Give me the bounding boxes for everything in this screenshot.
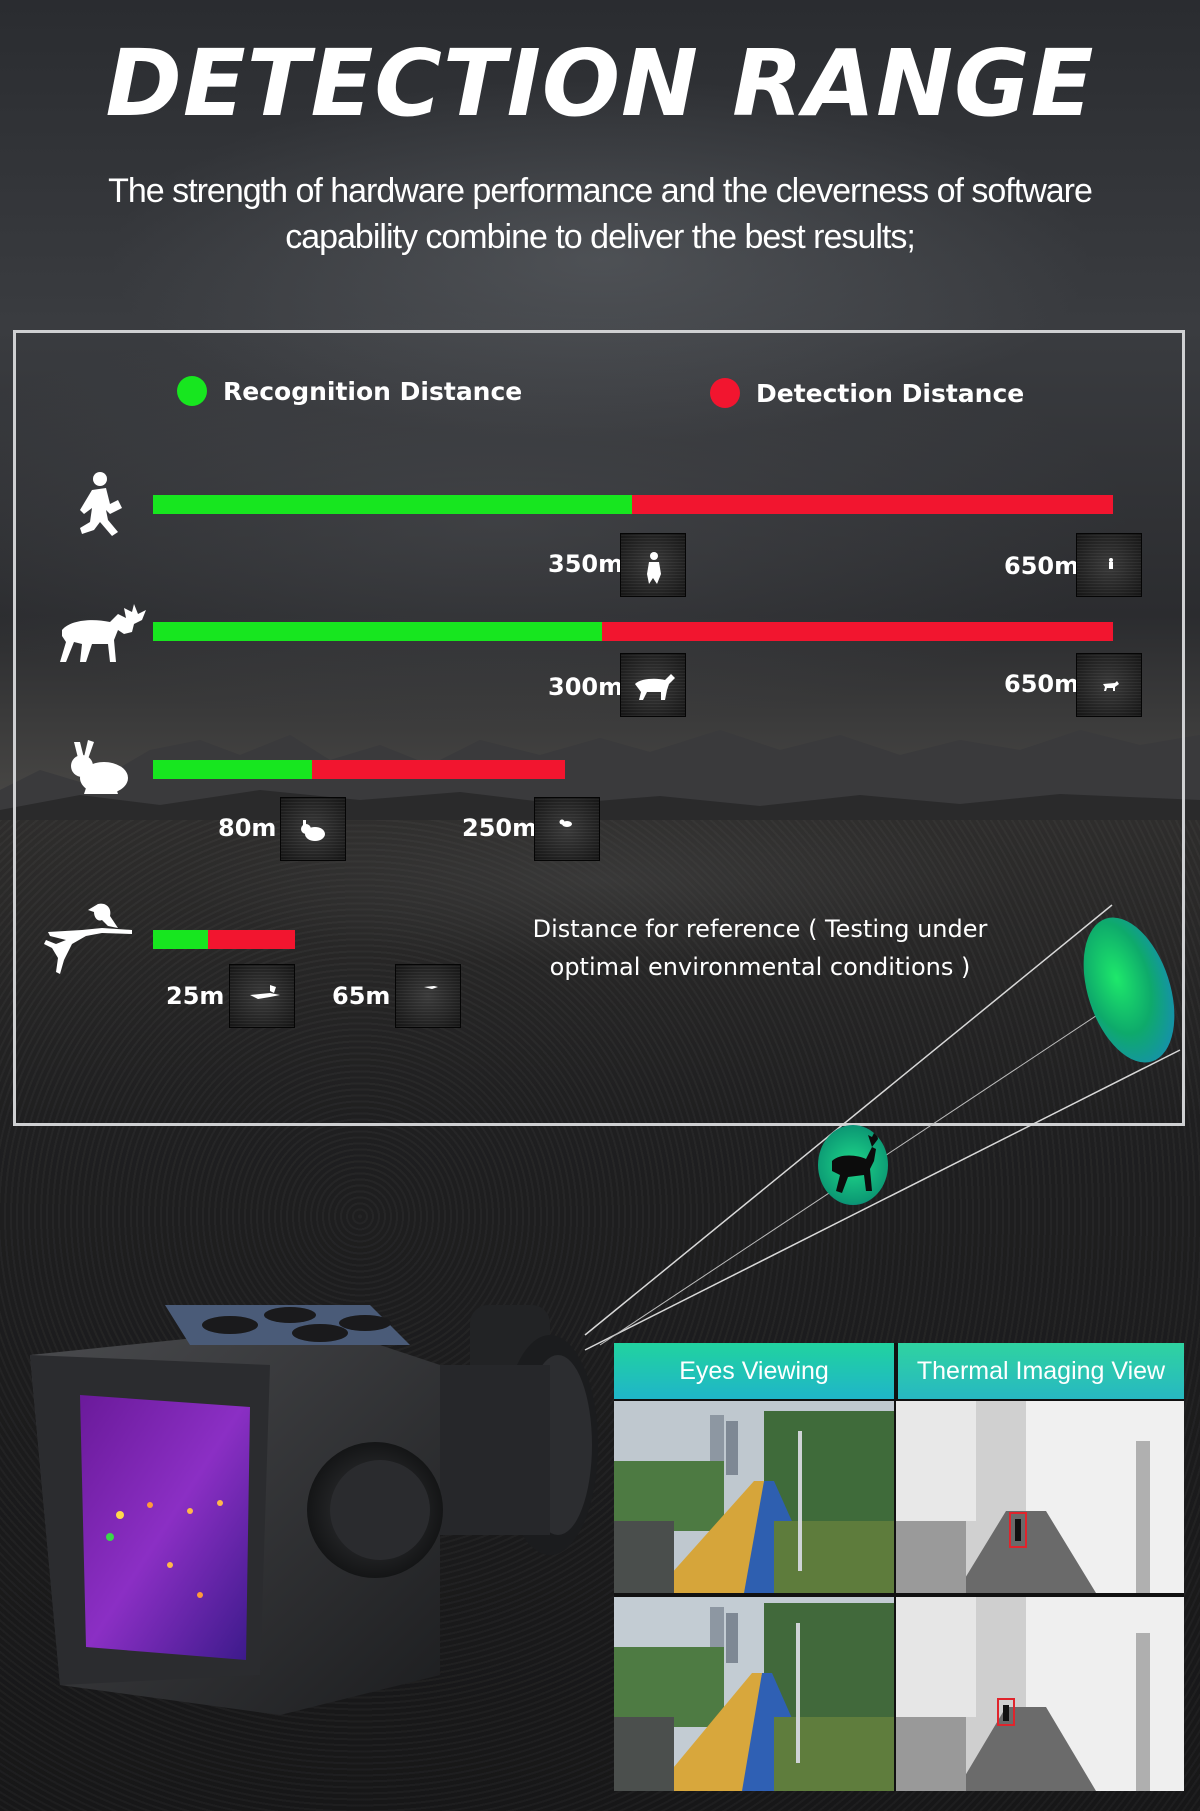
bird-range-bar [153, 930, 295, 949]
legend-detection: Detection Distance [710, 378, 1024, 408]
moose-detection-thumbnail [1076, 653, 1142, 717]
moose-detection-distance: 650m [1004, 670, 1080, 698]
subtitle-line-2: capability combine to deliver the best r… [285, 218, 916, 256]
reference-note: Distance for reference ( Testing under o… [500, 910, 1020, 986]
moose-recognition-segment [153, 622, 602, 641]
moose-detection-segment [602, 622, 1113, 641]
range-panel [13, 330, 1185, 1126]
deer-icon [832, 1129, 878, 1193]
legend-recognition-label: Recognition Distance [223, 376, 523, 406]
person-detection-thumbnail [1076, 533, 1142, 597]
thermal-view-header: Thermal Imaging View [898, 1343, 1184, 1399]
page-subtitle: The strength of hardware performance and… [80, 168, 1120, 260]
eyes-viewing-header: Eyes Viewing [614, 1343, 894, 1399]
moose-range-bar [153, 622, 1113, 641]
rabbit-recognition-distance: 80m [218, 814, 277, 842]
reference-note-line-2: optimal environmental conditions ) [549, 953, 971, 981]
person-recognition-segment [153, 495, 632, 514]
red-dot-icon [710, 378, 740, 408]
reference-note-line-1: Distance for reference ( Testing under [532, 915, 988, 943]
person-recognition-thumbnail [620, 533, 686, 597]
rabbit-icon [71, 740, 128, 794]
bird-recognition-distance: 25m [166, 982, 225, 1010]
bird-detection-thumbnail [395, 964, 461, 1028]
rabbit-range-bar [153, 760, 565, 779]
rabbit-recognition-thumbnail [280, 797, 346, 861]
view-comparison: Eyes Viewing Thermal Imaging View [614, 1343, 1184, 1791]
moose-recognition-thumbnail [620, 653, 686, 717]
subtitle-line-1: The strength of hardware performance and… [108, 172, 1093, 210]
legend-detection-label: Detection Distance [756, 378, 1025, 408]
rabbit-detection-segment [312, 760, 565, 779]
rabbit-detection-thumbnail [534, 797, 600, 861]
bird-recognition-thumbnail [229, 964, 295, 1028]
bird-detection-distance: 65m [332, 982, 391, 1010]
person-range-bar [153, 495, 1113, 514]
bird-icon [44, 903, 132, 974]
person-detection-segment [632, 495, 1113, 514]
bird-recognition-segment [153, 930, 208, 949]
person-icon [80, 472, 122, 536]
person-recognition-distance: 350m [548, 550, 624, 578]
eyes-view-photo-2 [614, 1597, 894, 1791]
rabbit-detection-distance: 250m [462, 814, 538, 842]
page-title: DETECTION RANGE [105, 30, 1095, 137]
eyes-view-photo-1 [614, 1401, 894, 1593]
thermal-view-photo-2 [896, 1597, 1184, 1791]
moose-recognition-distance: 300m [548, 673, 624, 701]
thermal-monocular-device [30, 1305, 598, 1715]
moose-icon [60, 604, 146, 662]
bird-detection-segment [208, 930, 295, 949]
rabbit-recognition-segment [153, 760, 312, 779]
legend-recognition: Recognition Distance [177, 376, 522, 406]
person-detection-distance: 650m [1004, 552, 1080, 580]
green-dot-icon [177, 376, 207, 406]
thermal-view-photo-1 [896, 1401, 1184, 1593]
thermal-deer-lens [818, 1125, 888, 1205]
